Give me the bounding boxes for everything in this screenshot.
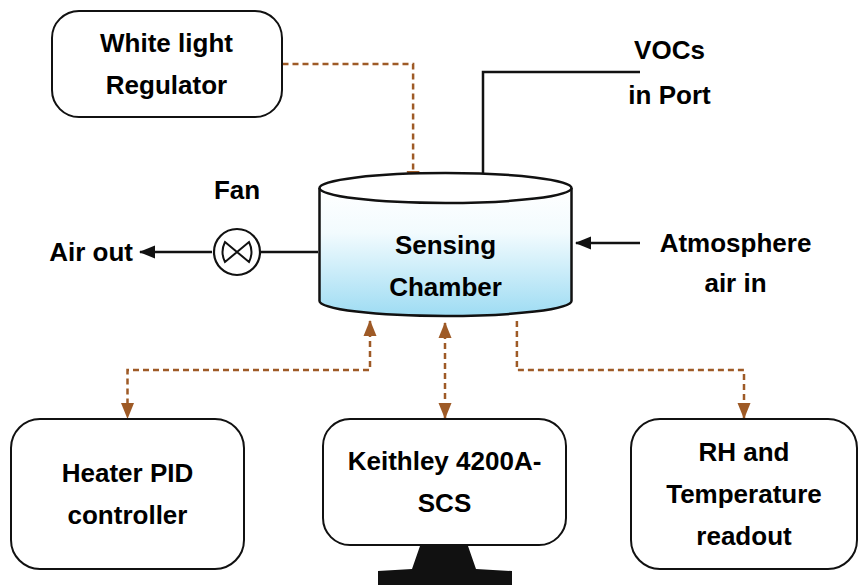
air-outlet-arrow — [140, 251, 212, 254]
node-text: Keithley 4200A-SCS — [345, 440, 545, 524]
fan-circle — [214, 229, 260, 275]
node-text: Heater PID controller — [58, 452, 198, 536]
fan-label: Fan — [214, 174, 260, 206]
node-text: Sensing Chamber — [346, 224, 546, 308]
text-group: Sensing Chamber — [346, 172, 546, 308]
outlet-label: Air out — [20, 236, 133, 268]
readout-box: RH and Temperature readout — [630, 418, 858, 570]
inlet-label: Atmosphere air in — [648, 223, 823, 303]
control-box: White light Regulator — [51, 10, 283, 118]
cylinder-top — [320, 173, 572, 203]
text-group: Heater PID controller — [58, 452, 198, 536]
fan-blades — [223, 242, 252, 262]
text-group: Fan — [190, 174, 284, 206]
text-group: White light Regulator — [67, 22, 267, 106]
fan-symbol: Fan — [210, 172, 264, 277]
node-text: White light Regulator — [67, 22, 267, 106]
cylinder-body — [320, 188, 572, 316]
signal-link — [128, 321, 371, 418]
control-box: Heater PID controller — [10, 418, 245, 570]
chamber-cylinder: Sensing Chamber — [318, 172, 573, 324]
signal-link — [517, 321, 744, 418]
duct-line — [261, 251, 318, 254]
text-group: Keithley 4200A-SCS — [345, 440, 545, 524]
inlet-label: VOCs in Port — [622, 28, 717, 118]
monitor-stand — [378, 546, 512, 585]
signal-link — [444, 323, 447, 418]
text-group: RH and Temperature readout — [649, 431, 839, 557]
air-inlet-arrow — [576, 242, 640, 245]
instrument-box: Keithley 4200A-SCS — [322, 418, 567, 546]
node-text: RH and Temperature readout — [649, 431, 839, 557]
signal-link — [283, 64, 414, 186]
